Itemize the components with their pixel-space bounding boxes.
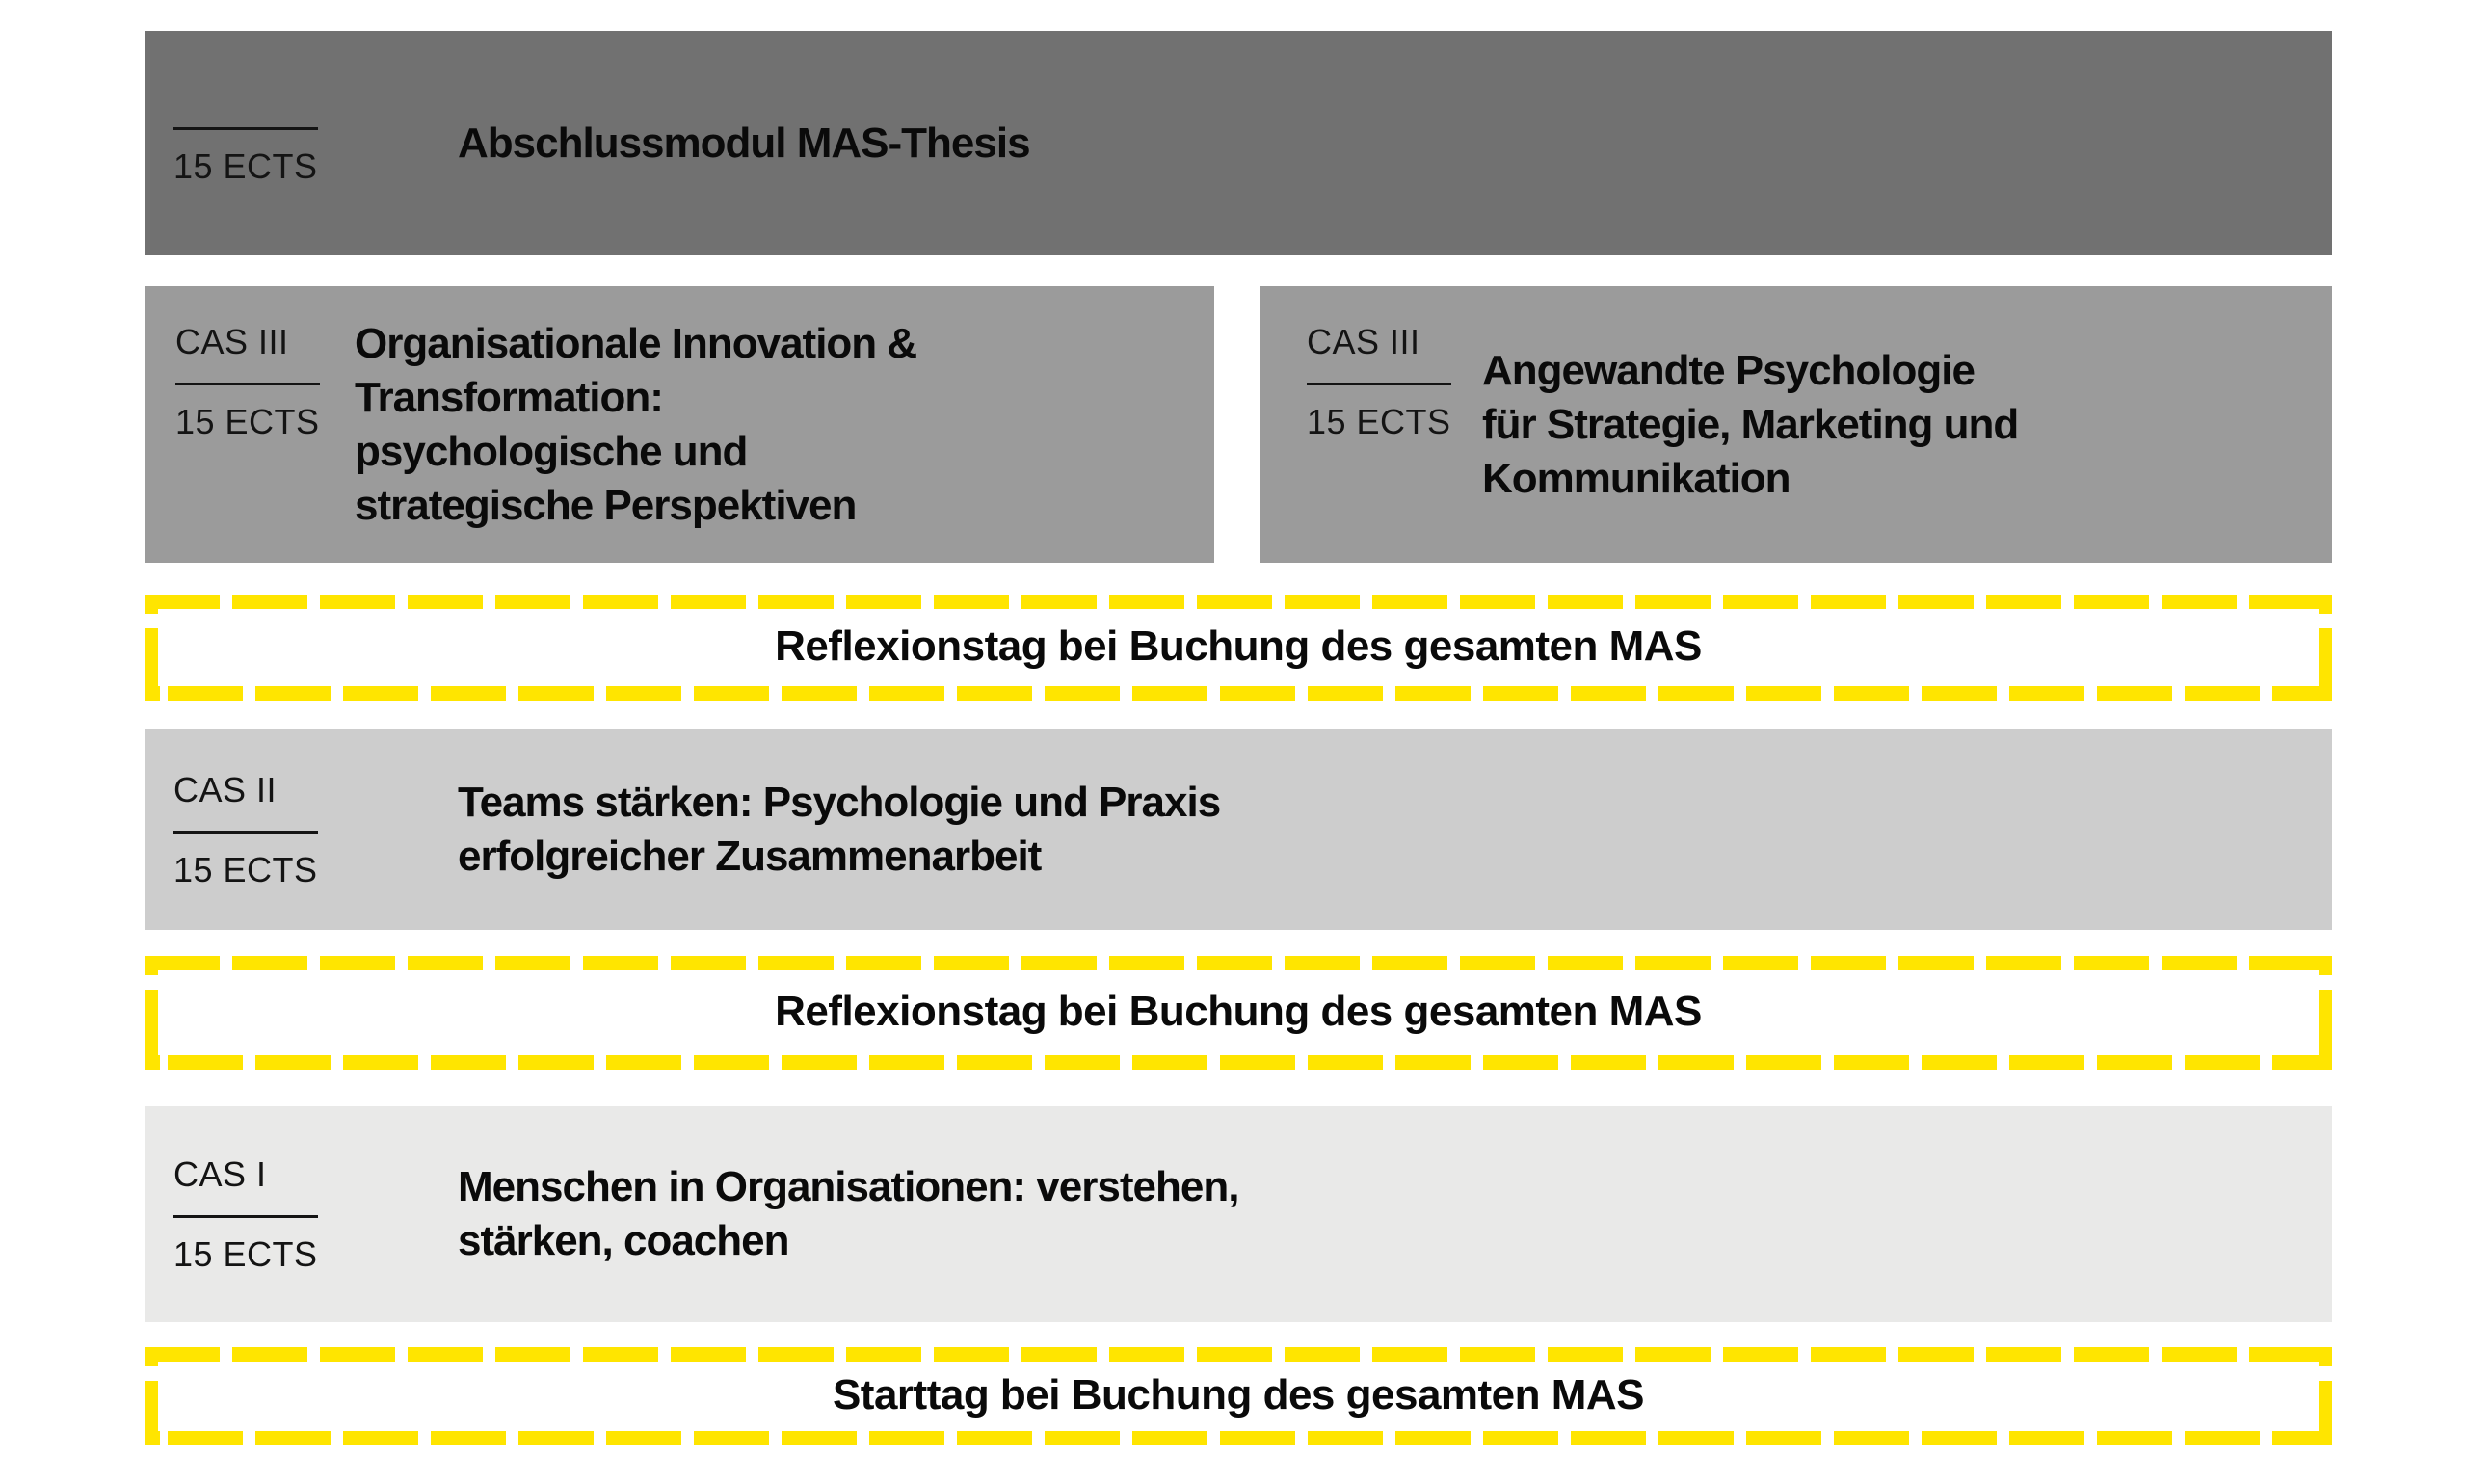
title-line: Organisationale Innovation & — [355, 319, 917, 367]
dashed-border-right — [2319, 595, 2332, 701]
banner-label: Reflexionstag bei Buchung des gesamten M… — [775, 988, 1702, 1035]
title-line: Angewandte Psychologie — [1482, 346, 1976, 394]
module-cas-iii-right-meta: CAS III 15 ECTS — [1260, 286, 1482, 443]
dashed-border-left — [145, 1347, 158, 1445]
banner-label: Reflexionstag bei Buchung des gesamten M… — [775, 623, 1702, 670]
ects-label: 15 ECTS — [173, 849, 318, 889]
module-cas-ii: CAS II 15 ECTS Teams stärken: Psychologi… — [145, 729, 2332, 930]
title-line: Teams stärken: Psychologie und Praxis — [458, 779, 1221, 826]
ects-divider-line — [173, 1214, 318, 1218]
banner-reflexionstag-lower: Reflexionstag bei Buchung des gesamten M… — [145, 956, 2332, 1070]
module-cas-iii-right: CAS III 15 ECTS Angewandte Psychologie fü… — [1260, 286, 2332, 563]
dashed-border-bottom — [145, 1431, 2332, 1445]
ects-label: 15 ECTS — [173, 146, 318, 186]
module-title: Teams stärken: Psychologie und Praxis erf… — [458, 776, 1221, 884]
title-line: stärken, coachen — [458, 1217, 790, 1264]
cas-label: CAS I — [173, 1153, 267, 1194]
title-line: für Strategie, Marketing und — [1482, 400, 2019, 448]
module-title: Abschlussmodul MAS-Thesis — [458, 117, 1031, 171]
banner-starttag: Starttag bei Buchung des gesamten MAS — [145, 1347, 2332, 1445]
cas-label: CAS III — [175, 322, 289, 361]
dashed-border-bottom — [145, 686, 2332, 701]
dashed-border-right — [2319, 1347, 2332, 1445]
ects-divider-line — [175, 383, 320, 385]
dashed-border-left — [145, 595, 158, 701]
module-thesis-meta: 15 ECTS — [145, 98, 458, 188]
dashed-border-left — [145, 956, 158, 1070]
ects-divider-line — [1307, 383, 1451, 385]
module-cas-iii-left: CAS III 15 ECTS Organisationale Innovati… — [145, 286, 1214, 563]
title-line: psychologische und — [355, 427, 748, 475]
module-title: Menschen in Organisationen: verstehen, st… — [458, 1160, 1239, 1268]
title-line: erfolgreicher Zusammenarbeit — [458, 833, 1042, 880]
banner-label: Starttag bei Buchung des gesamten MAS — [832, 1371, 1645, 1418]
module-title: Organisationale Innovation & Transformati… — [355, 317, 917, 533]
title-line: Kommunikation — [1482, 454, 1791, 502]
title-line: Menschen in Organisationen: verstehen, — [458, 1163, 1239, 1210]
module-cas-i: CAS I 15 ECTS Menschen in Organisationen… — [145, 1106, 2332, 1322]
module-thesis: 15 ECTS Abschlussmodul MAS-Thesis — [145, 31, 2332, 255]
title-line: Transformation: — [355, 373, 664, 421]
ects-label: 15 ECTS — [173, 1233, 318, 1274]
banner-reflexionstag-upper: Reflexionstag bei Buchung des gesamten M… — [145, 595, 2332, 701]
title-line: Abschlussmodul MAS-Thesis — [458, 119, 1031, 167]
dashed-border-top — [145, 956, 2332, 970]
dashed-border-top — [145, 595, 2332, 609]
ects-divider-line — [173, 830, 318, 834]
ects-divider-line — [173, 127, 318, 130]
module-cas-iii-left-meta: CAS III 15 ECTS — [145, 286, 355, 443]
module-title: Angewandte Psychologie für Strategie, Mar… — [1482, 344, 2019, 506]
module-cas-i-meta: CAS I 15 ECTS — [145, 1153, 458, 1276]
title-line: strategische Perspektiven — [355, 481, 857, 529]
ects-label: 15 ECTS — [175, 402, 320, 441]
dashed-border-top — [145, 1347, 2332, 1362]
module-cas-ii-meta: CAS II 15 ECTS — [145, 769, 458, 891]
cas-label: CAS II — [173, 769, 278, 809]
dashed-border-bottom — [145, 1055, 2332, 1070]
cas-label: CAS III — [1307, 322, 1420, 361]
dashed-border-right — [2319, 956, 2332, 1070]
ects-label: 15 ECTS — [1307, 402, 1451, 441]
